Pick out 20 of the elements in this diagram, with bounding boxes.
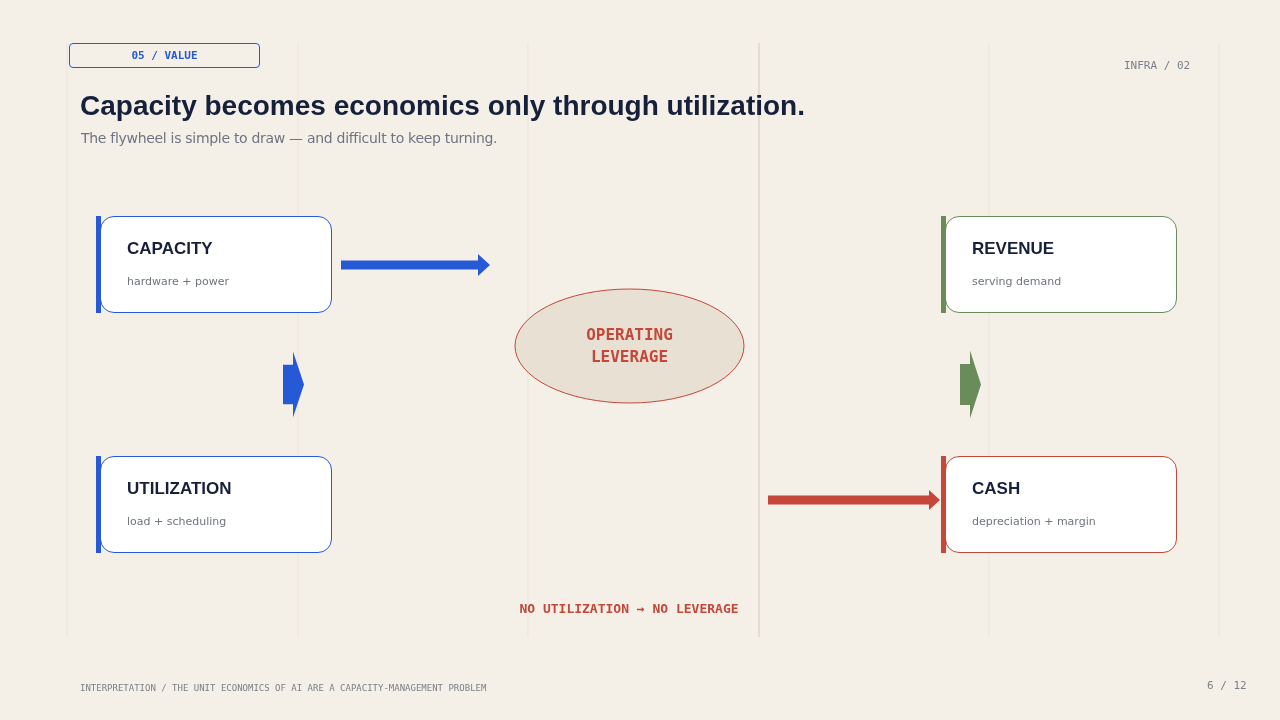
card-title: CASH [972, 479, 1022, 499]
card-subtitle: hardware + power [127, 275, 231, 288]
block-arrow [960, 350, 981, 419]
page-number: 6 / 12 [1207, 679, 1247, 692]
card-subtitle: load + scheduling [127, 515, 228, 528]
card-subtitle: serving demand [972, 275, 1063, 288]
footer-text: INTERPRETATION / THE UNIT ECONOMICS OF AI ARE A CAPACITY-MANAGEMENT PROBLEM [80, 683, 487, 693]
slide-code: INFRA / 02 [1124, 59, 1191, 72]
card-subtitle: depreciation + margin [972, 515, 1097, 528]
card-title: CAPACITY [127, 239, 214, 259]
arrow [768, 490, 940, 510]
arrow [341, 254, 490, 276]
slide-title: Capacity becomes economics only through utilization. [80, 90, 805, 122]
node-label: OPERATING LEVERAGE [585, 324, 674, 368]
slide-subtitle: The flywheel is simple to draw — and difficult to keep turning. [81, 130, 498, 146]
card-title: UTILIZATION [127, 479, 233, 499]
card-title: REVENUE [972, 239, 1056, 259]
note-text: NO UTILIZATION → NO LEVERAGE [519, 601, 739, 616]
section-tag: 05 / VALUE [69, 43, 260, 68]
block-arrow [283, 351, 304, 418]
